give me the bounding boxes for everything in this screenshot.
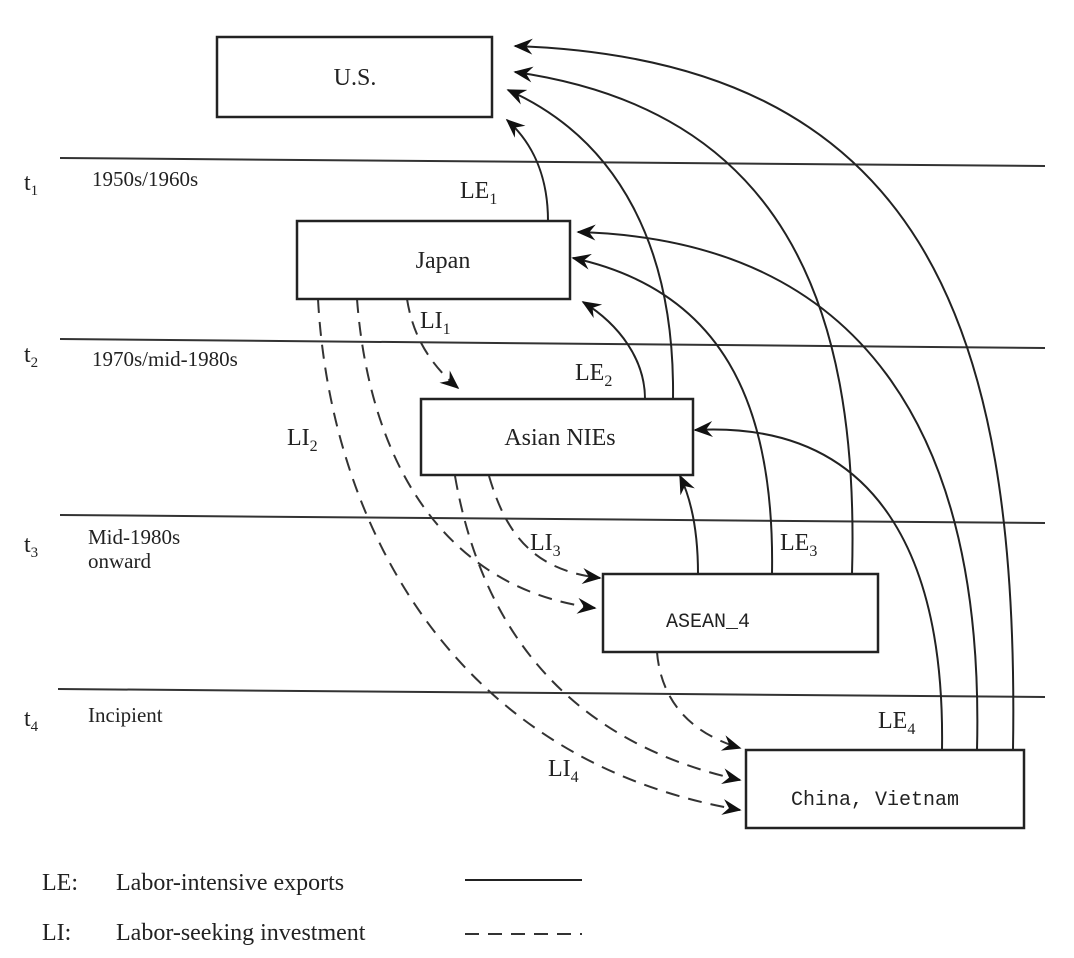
- label-li3: LI3: [530, 530, 561, 560]
- period-divider-t4: [57, 688, 1046, 698]
- box-japan: Japan: [295, 219, 572, 301]
- arrow-le2-nies-to-japan: [581, 301, 646, 400]
- label-li2: LI2: [287, 425, 318, 455]
- arrow-nies-to-us: [506, 89, 675, 400]
- arrow-asean-to-us: [513, 66, 854, 575]
- label-le2: LE2: [575, 360, 612, 390]
- period-t2: t2 1970s/mid-1980s: [24, 342, 238, 371]
- arrow-le3-asean-to-japan: [571, 253, 774, 575]
- box-label: ASEAN_4: [666, 611, 750, 634]
- arrow-asean-to-nies: [679, 474, 699, 575]
- label-le4: LE4: [878, 708, 915, 738]
- box-label: U.S.: [334, 65, 377, 91]
- arrow-li2-japan-to-asean: [356, 298, 597, 614]
- arrow-china-to-us: [513, 38, 1015, 751]
- legend-li-text: Labor-seeking investment: [116, 920, 366, 946]
- arrow-le1-japan-to-us: [505, 118, 549, 222]
- box-label: Japan: [416, 248, 471, 274]
- arrow-china-to-japan: [576, 224, 979, 751]
- label-li1: LI1: [420, 308, 451, 338]
- svg-text:t4: t4: [24, 706, 39, 735]
- arrow-li2-japan-to-china: [317, 298, 742, 815]
- label-li4: LI4: [548, 756, 579, 786]
- arrow-asean-to-china: [656, 651, 742, 751]
- legend-le-text: Labor-intensive exports: [116, 870, 344, 896]
- period-label-line2: onward: [88, 549, 151, 573]
- period-t3: t3 Mid-1980s onward: [24, 525, 180, 573]
- arrow-li4-nies-to-china: [454, 475, 742, 784]
- arrow-li1-japan-to-nies: [406, 298, 460, 390]
- period-divider-t1: [59, 157, 1046, 167]
- period-divider-t2: [59, 338, 1046, 349]
- box-asian-nies: Asian NIEs: [419, 397, 695, 477]
- box-asean-4: ASEAN_4: [601, 572, 880, 654]
- period-t1: t1 1950s/1960s: [24, 167, 198, 199]
- period-label: Incipient: [88, 703, 163, 727]
- period-label: 1950s/1960s: [92, 167, 198, 191]
- label-le3: LE3: [780, 530, 817, 560]
- period-label: 1970s/mid-1980s: [92, 347, 238, 371]
- label-le1: LE1: [460, 178, 497, 208]
- arrow-li3-nies-to-asean: [488, 475, 602, 584]
- legend-li-key: LI:: [42, 920, 71, 946]
- legend-le-key: LE:: [42, 870, 78, 896]
- box-china-vietnam: China, Vietnam: [744, 748, 1026, 830]
- svg-text:t3: t3: [24, 532, 38, 561]
- box-us: U.S.: [215, 35, 494, 119]
- period-divider-t3: [59, 514, 1046, 524]
- period-label: Mid-1980s: [88, 525, 180, 549]
- arrow-le4-china-to-nies: [693, 421, 944, 751]
- svg-text:t1: t1: [24, 170, 38, 199]
- box-label: China, Vietnam: [791, 789, 959, 812]
- box-label: Asian NIEs: [504, 425, 615, 451]
- legend: LE: Labor-intensive exports LI: Labor-se…: [42, 870, 582, 946]
- svg-text:t2: t2: [24, 342, 38, 371]
- period-t4: t4 Incipient: [24, 703, 163, 735]
